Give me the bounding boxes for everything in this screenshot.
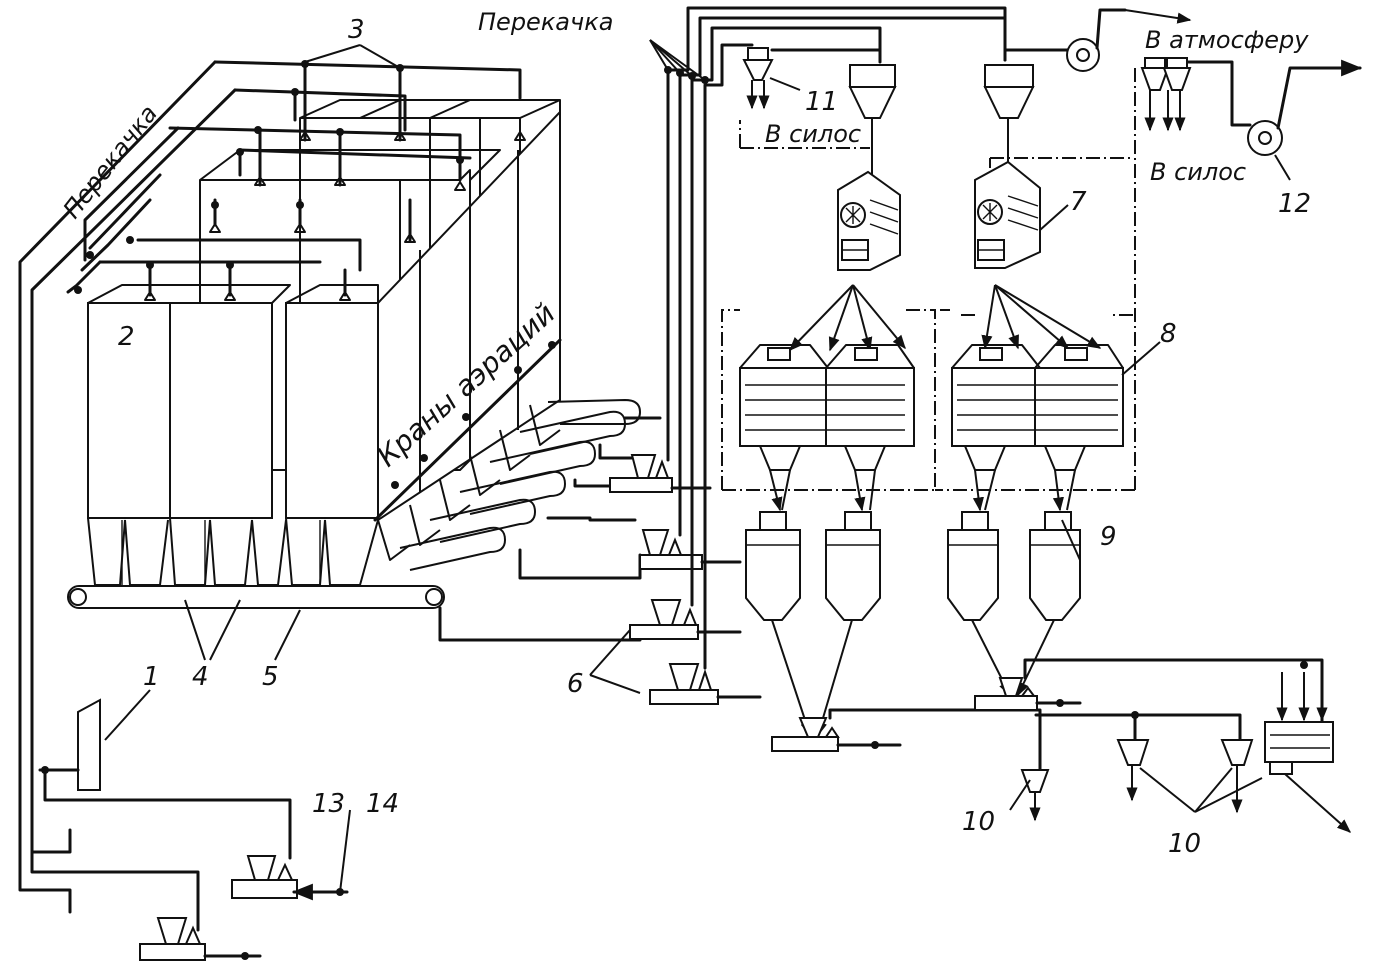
num-4: 4 [192, 662, 209, 692]
process-line-right [935, 64, 1324, 727]
silo-front-2 [169, 302, 273, 519]
fan-upper [1003, 8, 1192, 72]
num-12: 12 [1278, 189, 1311, 219]
silo-front-1 [87, 302, 171, 519]
num-6: 6 [567, 669, 584, 699]
num-10b: 10 [1168, 829, 1201, 859]
unit-13 [43, 768, 351, 901]
num-2: 2 [118, 322, 135, 352]
num-7: 7 [1070, 187, 1087, 217]
num-5: 5 [262, 662, 279, 692]
num-10a: 10 [962, 807, 995, 837]
label-v-atmosferu: В атмосферу [1145, 26, 1309, 54]
risers [649, 6, 1007, 670]
side-hoppers [377, 404, 561, 561]
unit-bottom-pump [30, 850, 262, 961]
label-v-silos-2: В силос [1150, 158, 1246, 186]
silo-front-3 [285, 302, 379, 519]
num-9: 9 [1100, 522, 1117, 552]
fan-12-group [1140, 57, 1363, 181]
pumps-6 [589, 454, 762, 705]
label-perekachka-top: Перекачка [478, 8, 613, 36]
cyclone-11 [742, 47, 882, 110]
process-line-left [721, 64, 1042, 752]
num-14: 14 [366, 789, 399, 819]
num-3: 3 [348, 15, 365, 45]
aeration-line [373, 338, 562, 522]
label-v-silos-1: В силос [765, 120, 861, 148]
bottom-conveyor [67, 585, 642, 642]
unit-1 [38, 689, 151, 791]
num-11: 11 [805, 87, 838, 117]
num-1: 1 [143, 662, 160, 692]
silo-hoppers [87, 517, 379, 586]
silo-block [18, 60, 662, 914]
num-13: 13 [312, 789, 345, 819]
num-8: 8 [1160, 319, 1177, 349]
outputs-10 [1009, 661, 1352, 833]
